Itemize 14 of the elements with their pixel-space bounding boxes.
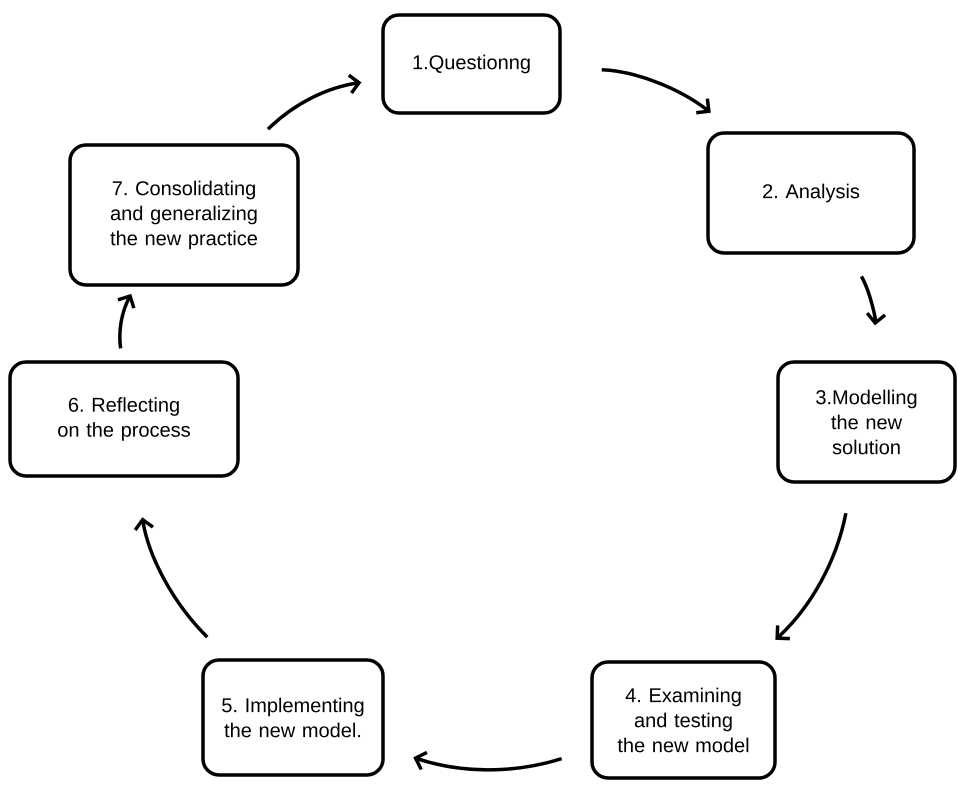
process-box: 1.Questionng: [381, 13, 562, 115]
arrow: [134, 517, 208, 638]
arrow: [266, 74, 362, 130]
arrow: [413, 750, 562, 772]
process-box: 6. Reflecting on the process: [8, 360, 240, 478]
arrow: [775, 512, 848, 640]
process-box: 3.Modelling the new solution: [776, 360, 957, 484]
arrow: [117, 294, 136, 349]
process-box: 2. Analysis: [706, 131, 916, 255]
process-box: 4. Examining and testing the new model: [590, 660, 777, 780]
arrow: [602, 68, 711, 115]
process-box: 7. Consolidating and generalizing the new practice: [68, 143, 300, 287]
arrow: [860, 276, 886, 326]
process-box: 5. Implementing the new model.: [201, 658, 385, 777]
